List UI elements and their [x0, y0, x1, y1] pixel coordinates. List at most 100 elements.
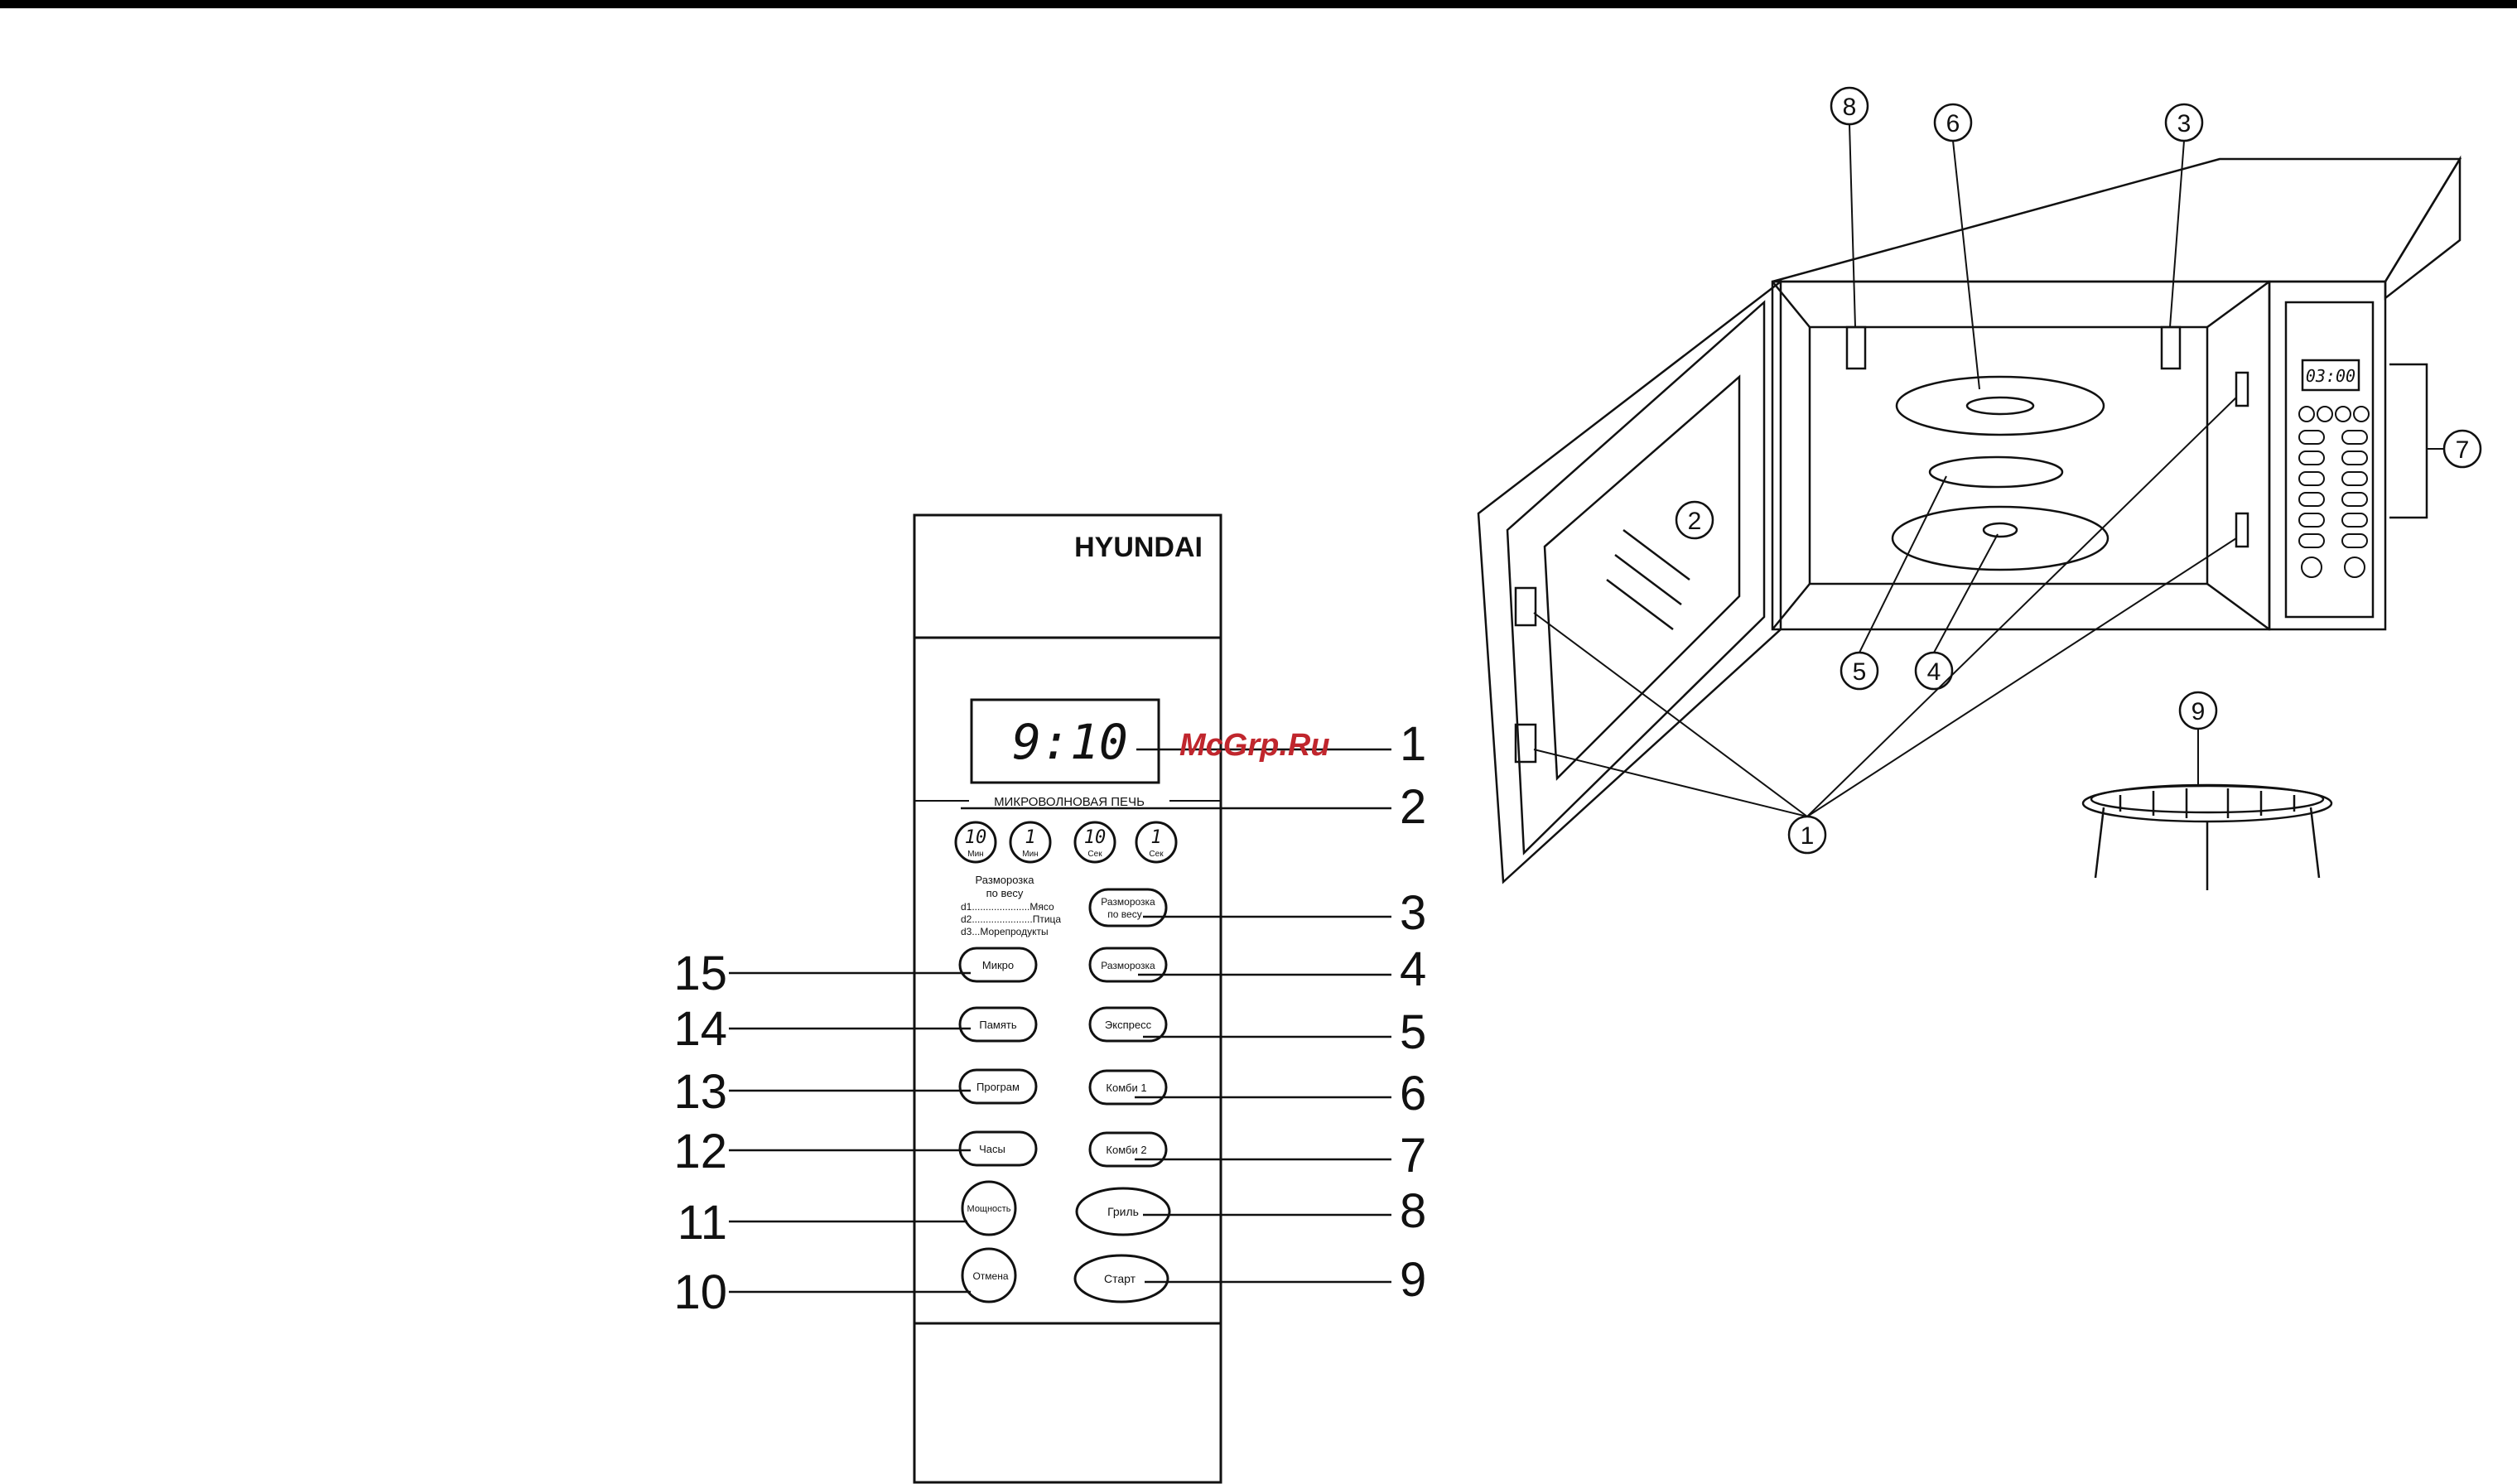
moshchnost-button[interactable]: [961, 1180, 1017, 1236]
oven-label-5: 5: [1853, 658, 1867, 686]
pamyat-button[interactable]: [958, 1006, 1038, 1043]
time-key-1sec[interactable]: 1 Сек: [1135, 821, 1178, 864]
left-leader-lines: [729, 971, 971, 1294]
chasy-button[interactable]: [958, 1130, 1038, 1167]
kombi2-button[interactable]: [1088, 1131, 1168, 1168]
oven-mini-display: [2301, 359, 2360, 392]
time-key-10min[interactable]: 10 Мин: [954, 821, 997, 864]
time-key-10min-value: 10: [965, 827, 987, 848]
callout-9: 9: [1400, 1253, 1426, 1307]
program-button-label: Програм: [976, 1081, 1020, 1093]
oven-label-9: 9: [2192, 698, 2206, 725]
time-key-1sec-value: 1: [1150, 827, 1161, 848]
interlock-upper: [2235, 371, 2249, 407]
door-hook-lower: [1514, 723, 1537, 764]
oven-label-2: 2: [1688, 508, 1702, 535]
callout-3: 3: [1400, 886, 1426, 940]
callout-7: 7: [1400, 1129, 1426, 1183]
start-button-label: Старт: [1104, 1272, 1136, 1285]
grill-button[interactable]: [1075, 1187, 1171, 1236]
callout-1: 1: [1400, 717, 1426, 771]
callouts-left: 15 14 13 12 11 10: [673, 947, 727, 1319]
defrost-note-d3: d3...Морепродукты: [961, 926, 1049, 937]
bracket-7: [2389, 363, 2428, 519]
oven-label-circles: [1675, 86, 2482, 855]
display-time: 9:10: [1012, 714, 1128, 770]
mikro-button-label: Микро: [982, 959, 1014, 971]
door-window: [1543, 374, 1741, 781]
interlock-lower: [2235, 512, 2249, 548]
chasy-button-label: Часы: [979, 1143, 1005, 1155]
time-key-10sec[interactable]: 10 Сек: [1073, 821, 1116, 864]
brand-logo: HYUNDAI: [1074, 532, 1203, 563]
oven-cavity: [1808, 325, 2209, 585]
callout-6: 6: [1400, 1067, 1426, 1120]
panel-title: МИКРОВОЛНОВАЯ ПЕЧЬ: [994, 795, 1145, 809]
callout-4: 4: [1400, 942, 1426, 996]
callout-14: 14: [673, 1002, 727, 1056]
time-key-1min-unit: Мин: [1022, 850, 1038, 859]
watermark: McGrp.Ru: [1179, 728, 1330, 763]
otmena-button-label: Отмена: [972, 1270, 1008, 1282]
oven-mini-display-text: 03:00: [2306, 366, 2355, 386]
grill-tray: [1895, 375, 2105, 436]
mikro-button[interactable]: [958, 947, 1038, 983]
callouts-right: 1 2 3 4 5 6 7 8 9: [1400, 717, 1426, 1307]
oven-top: [1772, 157, 2462, 283]
defrost-note-line2: по весу: [986, 887, 1024, 899]
grill-rack: [2081, 783, 2333, 890]
start-button[interactable]: [1073, 1254, 1169, 1303]
callout-2: 2: [1400, 780, 1426, 834]
oven-door: [1477, 279, 1782, 884]
pamyat-button-label: Память: [979, 1019, 1017, 1031]
defrost-weight-label-2: по весу: [1107, 908, 1141, 920]
defrost-button-label: Разморозка: [1101, 960, 1155, 971]
time-key-10sec-unit: Сек: [1087, 850, 1102, 859]
express-button[interactable]: [1088, 1006, 1168, 1043]
time-key-10sec-value: 10: [1084, 827, 1107, 848]
express-button-label: Экспресс: [1105, 1019, 1152, 1031]
top-black-bar: [0, 0, 2517, 8]
oven-label-3: 3: [2177, 110, 2192, 137]
otmena-button[interactable]: [961, 1247, 1017, 1303]
kombi1-button-label: Комби 1: [1106, 1082, 1146, 1094]
oven-control-panel: [2268, 280, 2387, 631]
time-key-10min-unit: Мин: [967, 850, 983, 859]
callout-10: 10: [673, 1265, 727, 1319]
oven-label-leaders: [1533, 123, 2444, 817]
right-leader-lines: [961, 748, 1391, 1284]
program-button[interactable]: [958, 1068, 1038, 1105]
roller-ring: [1928, 455, 2064, 489]
oven-label-numbers: 8 6 3 2 7 5 4 1 9: [1688, 94, 2470, 850]
oven-label-7: 7: [2456, 436, 2470, 464]
door-hook-upper: [1514, 586, 1537, 627]
callout-12: 12: [673, 1125, 727, 1178]
defrost-note-d1: d1.....................Мясо: [961, 901, 1054, 913]
oven-label-1: 1: [1801, 822, 1815, 850]
callout-8: 8: [1400, 1184, 1426, 1238]
defrost-weight-button[interactable]: [1088, 888, 1168, 928]
callout-11: 11: [677, 1196, 727, 1250]
kombi1-button[interactable]: [1088, 1069, 1168, 1106]
defrost-weight-label-1: Разморозка: [1101, 896, 1155, 908]
defrost-note-d2: d2......................Птица: [961, 913, 1061, 925]
oven-label-6: 6: [1946, 110, 1960, 137]
grill-button-label: Гриль: [1107, 1205, 1139, 1218]
oven-mini-buttons: [2298, 406, 2370, 578]
moshchnost-button-label: Мощность: [967, 1204, 1011, 1214]
display-window: [970, 698, 1160, 784]
kombi2-button-label: Комби 2: [1106, 1144, 1146, 1156]
callout-13: 13: [673, 1065, 727, 1119]
time-key-1sec-unit: Сек: [1149, 850, 1164, 859]
time-key-1min[interactable]: 1 Мин: [1009, 821, 1052, 864]
waveguide-right: [2160, 325, 2182, 370]
oven-label-8: 8: [1843, 94, 1857, 121]
control-panel: [913, 513, 1222, 1484]
oven-side-top: [2384, 155, 2462, 301]
coupler: [1982, 522, 2018, 538]
oven-label-4: 4: [1927, 658, 1941, 686]
time-key-1min-value: 1: [1025, 827, 1035, 848]
waveguide-left: [1845, 325, 1867, 370]
defrost-button[interactable]: [1088, 947, 1168, 983]
